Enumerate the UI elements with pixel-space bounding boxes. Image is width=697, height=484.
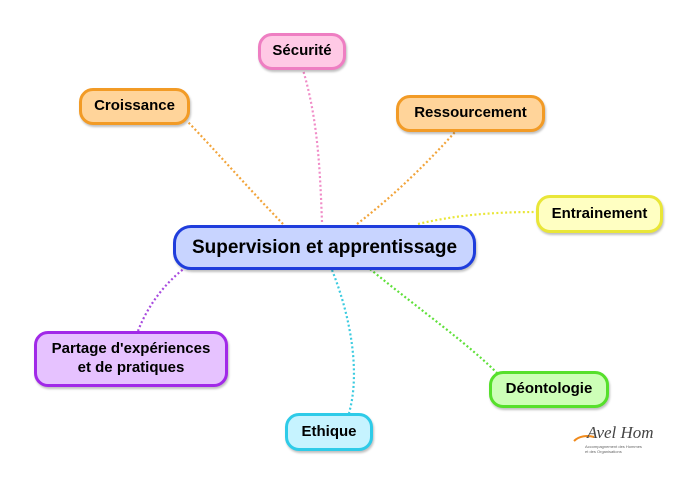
branch-label: Entrainement [551,204,648,222]
link-deontologie [369,268,501,377]
branch-ethique[interactable]: Ethique [285,413,373,451]
branch-label: Déontologie [505,380,593,398]
logo-swoosh-icon [573,435,595,442]
logo-tagline-1: Accompagnement des Hommes [585,444,642,449]
branch-ressourcement[interactable]: Ressourcement [396,95,545,132]
logo-wordmark: Avel Hom [587,423,654,442]
link-partage [136,266,187,332]
link-ressourcement [356,131,456,225]
branch-label: Ethique [301,422,357,440]
branch-label: Sécurité [272,42,332,60]
avelhom-logo: Avel Hom Accompagnement des Hommes et de… [573,423,665,457]
branch-securite[interactable]: Sécurité [258,33,346,70]
branch-deontologie[interactable]: Déontologie [489,371,609,408]
branch-label: Ressourcement [414,104,527,122]
link-ethique [330,269,356,414]
logo-tagline-2: et des Organisations [585,449,622,454]
logo-tagline: Accompagnement des Hommes et des Organis… [585,444,642,454]
central-topic-label: Supervision et apprentissage [191,236,458,258]
branch-entrainement[interactable]: Entrainement [536,195,663,233]
link-croissance [187,121,284,225]
branch-croissance[interactable]: Croissance [79,88,190,125]
central-topic[interactable]: Supervision et apprentissage [173,225,476,270]
branch-label: Croissance [94,97,175,115]
branch-label: Partage d'expériences et de pratiques [51,340,211,376]
link-securite [301,69,324,223]
branch-partage[interactable]: Partage d'expériences et de pratiques [34,331,228,387]
link-entrainement [417,210,539,226]
